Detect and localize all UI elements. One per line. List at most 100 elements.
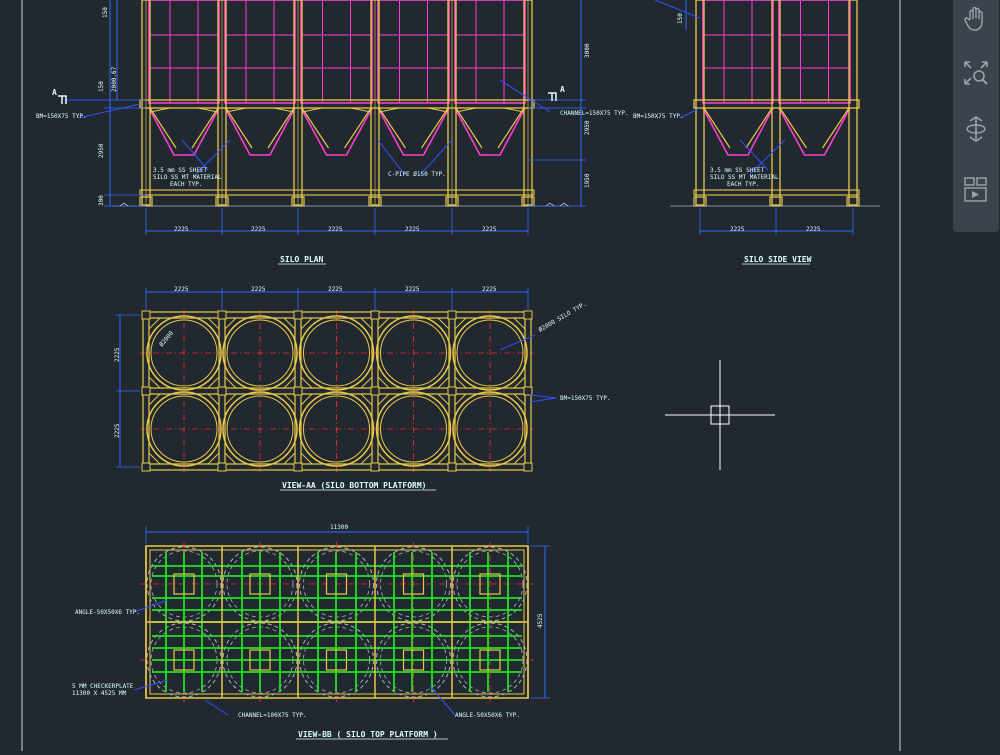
gusset [455,107,477,113]
hand-icon [964,6,983,31]
view-aa-platform [116,288,557,472]
corner-brace [300,452,313,465]
hatch-opening [479,649,501,671]
hatch-opening [249,649,271,671]
section-arrow-left [58,95,67,104]
gusset [350,107,372,113]
hatch-opening [173,649,195,671]
silo-hidden-ring [380,550,447,618]
silo-ring-inner [226,395,294,463]
corner-brace [207,317,220,330]
aa-bay-dim: 2225 [251,286,266,293]
bb-angle-right-note: ANGLE-50X50X6 TYP. [455,712,520,719]
knee-brace [301,107,330,149]
side-bay-dim: 2225 [730,226,745,233]
knee-brace [267,107,295,149]
column-node [141,462,151,472]
silo-hopper [224,107,296,156]
silo-ring-inner [150,395,218,463]
zoom-extents-button[interactable] [957,56,995,90]
column-node [217,310,227,320]
plan-beam-note: BM=150X75 TYP. [36,113,87,120]
knee-brace [745,107,773,149]
corner-brace [437,393,450,406]
knee-brace [821,107,850,149]
silo-hopper [702,107,774,156]
knee-brace [191,107,219,149]
silo-body [778,0,851,104]
leader-line [181,139,209,171]
gusset [301,107,323,113]
gusset [225,107,247,113]
leader-line [654,0,701,19]
leader-line [529,397,557,403]
knee-brace [149,107,177,149]
corner-brace [360,393,373,406]
column-node [447,386,457,396]
plan-sheet-note-2: SILO SS MT MATERIAL [153,174,222,181]
silo-body [224,0,296,104]
aa-side-dim: 2225 [114,423,121,438]
bb-height-dim: 4525 [537,613,544,628]
orbit-icon [966,116,986,142]
bb-plate-note: 5 MM CHECKERPLATE [72,683,134,690]
silo-ring-outer [375,391,452,467]
silo-ring-inner [380,395,447,463]
silo-ring-inner [303,319,370,387]
silo-hidden-ring [452,622,528,698]
ground-hatch [559,202,569,207]
silo-ring-outer [452,315,528,391]
plan-bay-dim: 2225 [251,226,266,233]
plan-bay-dim: 2225 [482,226,497,233]
column-node [370,386,380,396]
corner-brace [283,376,296,389]
leader-line [499,334,536,351]
silo-ring-outer [146,391,222,467]
leader-line [195,139,231,175]
corner-brace [454,393,467,406]
gusset [378,107,400,113]
leader-line [749,139,786,175]
column-node [523,386,533,396]
column-node [141,310,151,320]
side-sheet-note: 3.5 mm SS SHEET [710,167,765,174]
corner-brace [207,393,220,406]
aa-bay-dim: 2225 [482,286,497,293]
leader-line [679,107,701,119]
platform-beam [142,311,532,319]
pan-button[interactable] [957,2,995,36]
hatch-opening [325,649,348,671]
crosshair-cursor [665,360,775,470]
leader-line [499,79,551,113]
silo-hopper [454,107,526,156]
ground-hatch [545,202,555,207]
corner-brace [300,376,313,389]
column [771,0,781,206]
leader-line [429,685,456,716]
corner-brace [224,376,237,389]
orbit-button[interactable] [957,112,995,146]
bb-width-dim: 11300 [330,524,348,531]
plan-bay-dim: 2225 [328,226,343,233]
column-node [523,310,533,320]
platform-beam [142,387,532,395]
side-dim-top: 150 [677,13,684,24]
silo-hopper [377,107,450,156]
hatch-opening [402,573,425,595]
showmotion-button[interactable] [957,172,995,206]
ring-beam [693,99,860,109]
plan-dim-height-1: 2000.67 [111,66,118,92]
knee-brace [455,107,483,149]
plan-dim-height-4: 300 [98,195,105,206]
silo-body [702,0,774,104]
silo-hopper [778,107,851,156]
silo-ring-outer [298,315,375,391]
plan-dim-right-1: 3000 [584,43,591,58]
section-arrow-right [548,92,557,101]
knee-brace [779,107,808,149]
hatch-opening [402,649,425,671]
bb-angle-left-note: ANGLE-50X50X6 TYP. [75,609,140,616]
column-node [370,310,380,320]
plan-bay-dim: 2225 [174,226,189,233]
